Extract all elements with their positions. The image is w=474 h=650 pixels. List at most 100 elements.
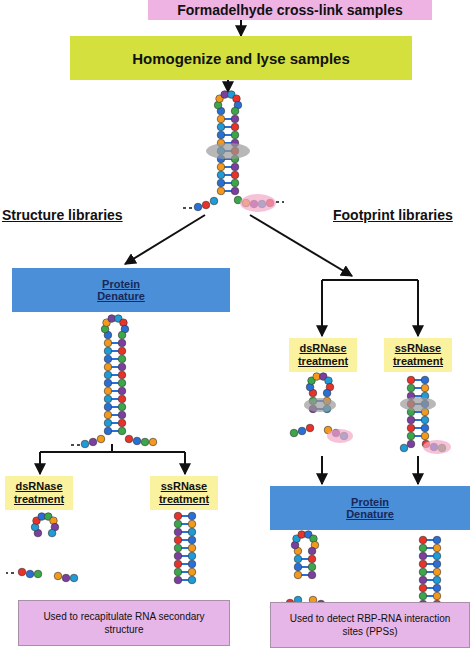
nucleotide-bead <box>18 568 26 576</box>
nucleotide-bead <box>407 416 415 424</box>
nucleotide-bead <box>210 197 218 205</box>
nucleotide-bead <box>419 584 427 592</box>
strand-dash <box>70 444 80 446</box>
nucleotide-bead <box>174 520 182 528</box>
nucleotide-bead <box>141 438 149 446</box>
nucleotide-bead <box>421 384 429 392</box>
nucleotide-bead <box>118 427 126 435</box>
nucleotide-bead <box>421 376 429 384</box>
nucleotide-bead <box>104 371 112 379</box>
nucleotide-bead <box>174 528 182 536</box>
flow-arrow <box>240 20 242 36</box>
nucleotide-bead <box>104 395 112 403</box>
nucleotide-bead <box>118 347 126 355</box>
nucleotide-bead <box>217 187 225 195</box>
nucleotide-bead <box>188 552 196 560</box>
nucleotide-bead <box>419 568 427 576</box>
nucleotide-bead <box>433 544 441 552</box>
nucleotide-bead <box>104 339 112 347</box>
section-label: Footprint libraries <box>333 207 453 223</box>
nucleotide-bead <box>421 424 429 432</box>
nucleotide-bead <box>70 574 78 582</box>
nucleotide-bead <box>118 363 126 371</box>
nucleotide-bead <box>419 576 427 584</box>
flow-arrow <box>417 280 419 336</box>
nucleotide-bead <box>188 568 196 576</box>
nucleotide-bead <box>407 440 415 448</box>
nucleotide-bead <box>231 187 239 195</box>
treatment-box: dsRNase treatment <box>5 476 73 510</box>
nucleotide-bead <box>118 387 126 395</box>
nucleotide-bead <box>433 584 441 592</box>
treatment-box: ssRNase treatment <box>384 338 452 372</box>
nucleotide-bead <box>231 123 239 131</box>
nucleotide-bead <box>125 435 133 443</box>
node-text: Formadelhyde cross-link samples <box>177 2 403 18</box>
nucleotide-bead <box>104 355 112 363</box>
nucleotide-bead <box>54 572 62 580</box>
nucleotide-bead <box>104 387 112 395</box>
nucleotide-bead <box>433 568 441 576</box>
nucleotide-bead <box>118 403 126 411</box>
nucleotide-bead <box>104 379 112 387</box>
nucleotide-bead <box>407 376 415 384</box>
nucleotide-bead <box>231 115 239 123</box>
nucleotide-bead <box>149 438 157 446</box>
protein-oval <box>400 397 436 411</box>
nucleotide-bead <box>217 123 225 131</box>
node-text: Protein Denature <box>91 278 151 302</box>
nucleotide-bead <box>433 552 441 560</box>
nucleotide-bead <box>421 416 429 424</box>
nucleotide-bead <box>188 576 196 584</box>
nucleotide-bead <box>34 570 42 578</box>
nucleotide-bead <box>188 544 196 552</box>
nucleotide-bead <box>308 571 316 579</box>
split-line <box>322 279 418 281</box>
split-line <box>111 444 113 452</box>
nucleotide-bead <box>217 163 225 171</box>
nucleotide-bead <box>194 203 202 211</box>
nucleotide-bead <box>118 371 126 379</box>
nucleotide-bead <box>174 536 182 544</box>
node-text: Used to recapitulate RNA secondary struc… <box>39 610 209 636</box>
flow-arrow <box>321 280 323 336</box>
nucleotide-bead <box>217 115 225 123</box>
nucleotide-bead <box>174 552 182 560</box>
nucleotide-bead <box>188 520 196 528</box>
nucleotide-bead <box>308 555 316 563</box>
nucleotide-bead <box>433 592 441 600</box>
nucleotide-bead <box>118 411 126 419</box>
nucleotide-bead <box>407 432 415 440</box>
nucleotide-bead <box>104 403 112 411</box>
nucleotide-bead <box>118 379 126 387</box>
section-label: Structure libraries <box>2 207 123 223</box>
nucleotide-bead <box>104 411 112 419</box>
nucleotide-bead <box>407 424 415 432</box>
split-line <box>40 451 185 453</box>
nucleotide-bead <box>118 395 126 403</box>
nucleotide-bead <box>433 560 441 568</box>
nucleotide-bead <box>118 331 126 339</box>
nucleotide-bead <box>48 529 56 537</box>
nucleotide-bead <box>433 536 441 544</box>
process-box: Protein Denature <box>12 268 230 312</box>
node-text: dsRNase treatment <box>292 342 354 368</box>
nucleotide-bead <box>174 512 182 520</box>
nucleotide-bead <box>231 107 239 115</box>
nucleotide-bead <box>294 571 302 579</box>
nucleotide-bead <box>298 427 306 435</box>
node-text: Used to detect RBP-RNA interaction sites… <box>285 612 455 638</box>
nucleotide-bead <box>294 563 302 571</box>
node-text: Homogenize and lyse samples <box>132 50 350 67</box>
nucleotide-bead <box>231 131 239 139</box>
nucleotide-bead <box>81 440 89 448</box>
nucleotide-bead <box>419 536 427 544</box>
nucleotide-bead <box>306 424 314 432</box>
nucleotide-bead <box>62 574 70 582</box>
nucleotide-bead <box>407 384 415 392</box>
nucleotide-bead <box>433 576 441 584</box>
rna-drawing <box>6 91 451 624</box>
strand-dash <box>276 201 284 203</box>
nucleotide-bead <box>174 576 182 584</box>
